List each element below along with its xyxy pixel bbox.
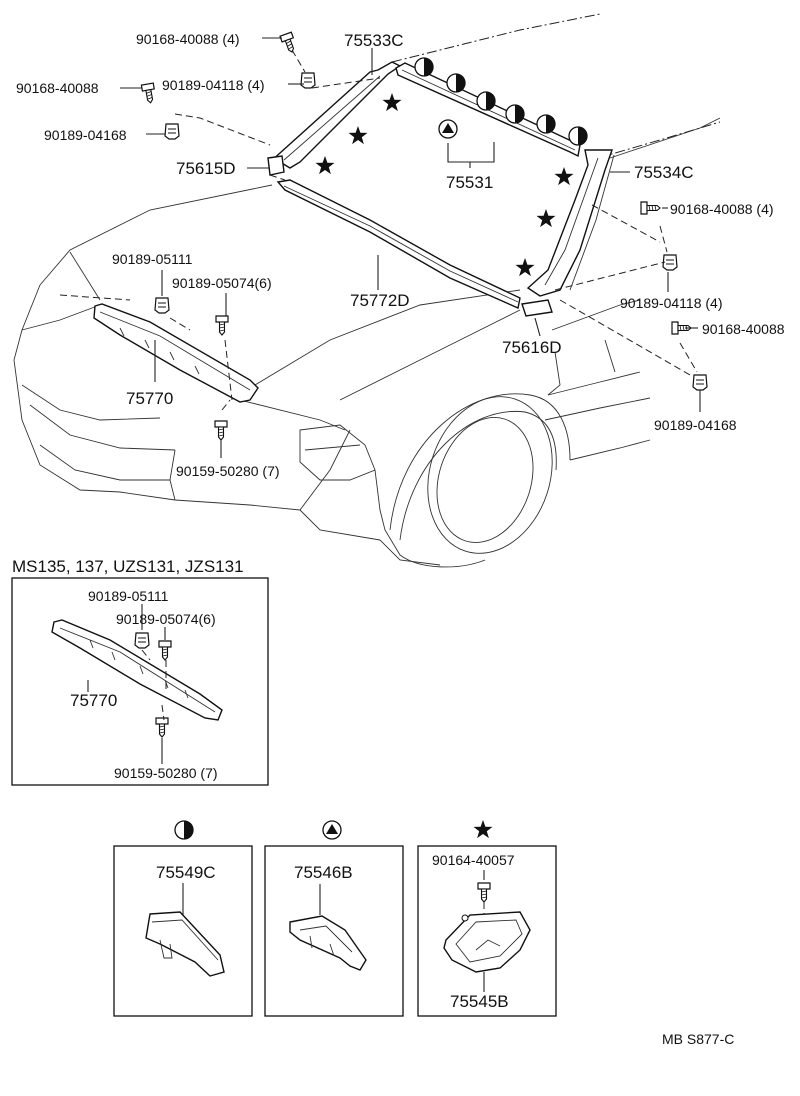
star-symbol-icon [473,820,493,839]
callout-90168-40088-4-top: 90168-40088 (4) [136,31,240,47]
windshield-right-moulding [526,149,613,297]
legend-star: 90164-40057 75545B [417,820,557,1017]
half-circle-symbol-icon [174,820,194,840]
symbol-markers [315,57,588,277]
callout-75770: 75770 [126,389,173,408]
inset-callout-90189-05111: 90189-05111 [88,588,169,604]
callout-90189-05074-6: 90189-05074(6) [172,275,272,291]
callout-75615D: 75615D [176,159,236,178]
callout-90189-04168-right: 90189-04168 [654,417,737,433]
front-moulding-75770 [93,303,259,403]
callout-90168-40088-right: 90168-40088 [702,321,785,337]
corner-piece-75616D [521,299,553,317]
inset-callout-90159-50280-7: 90159-50280 (7) [114,765,218,781]
inset-callout-90189-05074-6: 90189-05074(6) [116,611,216,627]
inset-callout-75770: 75770 [70,691,117,710]
windshield-left-moulding [267,61,402,176]
inset-variant-panel: MS135, 137, UZS131, JZS131 90189-05111 9… [11,557,269,786]
callout-75534C: 75534C [634,163,694,182]
callout-75531: 75531 [446,173,493,192]
callout-90189-04118-4-right: 90189-04118 (4) [620,295,722,311]
legend-screw-90164-40057: 90164-40057 [432,852,515,868]
car-body-outline [13,13,721,568]
callout-75533C: 75533C [344,31,404,50]
callout-90168-40088-4-right: 90168-40088 (4) [670,201,774,217]
callout-90189-05111: 90189-05111 [112,251,193,267]
legend-half-circle: 75549C [113,820,253,1017]
legend-triangle-circle: 75546B [264,820,404,1017]
dashed-leaders [59,49,698,411]
callout-90168-40088-left: 90168-40088 [16,80,99,96]
legend-part-75545B: 75545B [450,992,509,1011]
inset-title: MS135, 137, UZS131, JZS131 [12,557,244,576]
callout-90189-04168-left: 90189-04168 [44,127,127,143]
callout-75616D: 75616D [502,338,562,357]
callout-90189-04118-4-top: 90189-04118 (4) [162,77,264,93]
callout-75772D: 75772D [350,291,410,310]
windshield-lower-moulding [276,179,521,309]
callout-90159-50280-7: 90159-50280 (7) [176,463,280,479]
triangle-circle-symbol-icon [322,820,342,840]
callouts: 90168-40088 (4) 75533C 90168-40088 90189… [16,31,785,479]
solid-leaders [120,37,701,458]
triangle-circle-marker [438,119,458,139]
footer-diagram-code: MB S877-C [662,1031,734,1047]
legend-part-75549C: 75549C [156,863,216,882]
legend-part-75546B: 75546B [294,863,353,882]
